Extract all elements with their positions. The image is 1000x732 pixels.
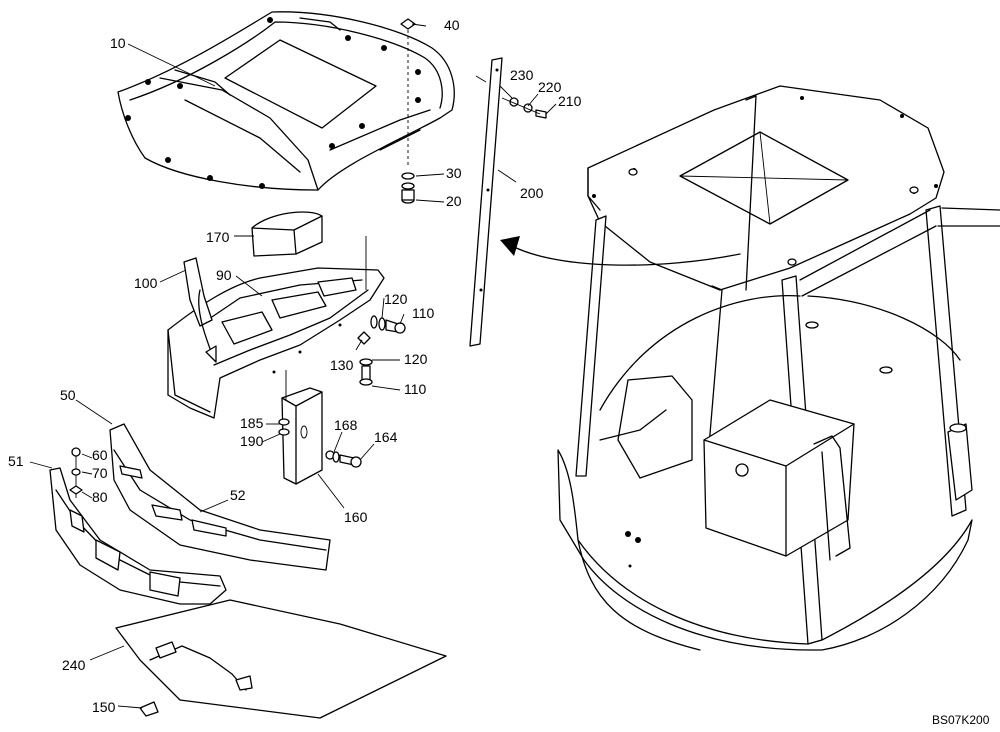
drawing-code: BS07K200 <box>932 713 990 727</box>
callout-80: 80 <box>92 489 108 505</box>
center-console <box>167 236 385 419</box>
callout-150: 150 <box>92 699 116 715</box>
callout-100: 100 <box>134 275 158 291</box>
callout-120-lower: 120 <box>404 351 428 367</box>
callout-40: 40 <box>444 17 460 33</box>
callout-110-lower: 110 <box>404 381 427 397</box>
callout-240: 240 <box>62 657 86 673</box>
callout-110-upper: 110 <box>412 305 435 321</box>
cover-piece <box>251 211 323 257</box>
roof-fastener-stack <box>400 18 416 204</box>
callout-220: 220 <box>538 79 562 95</box>
callout-190: 190 <box>240 433 264 449</box>
callout-60: 60 <box>92 447 108 463</box>
strip-fastener <box>501 97 547 119</box>
callout-168: 168 <box>334 417 358 433</box>
bracket-160 <box>278 370 323 485</box>
callout-130: 130 <box>330 357 354 373</box>
callout-20: 20 <box>446 193 462 209</box>
callout-10: 10 <box>110 35 126 51</box>
floor-mat <box>115 599 447 719</box>
callout-160: 160 <box>344 509 368 525</box>
cab-frame <box>557 85 1000 651</box>
callout-70: 70 <box>92 465 108 481</box>
callout-170: 170 <box>206 229 230 245</box>
clip-150 <box>139 701 159 717</box>
callout-50: 50 <box>60 387 76 403</box>
callout-185: 185 <box>240 415 264 431</box>
dash-lower-panel <box>49 467 227 605</box>
callout-52: 52 <box>230 487 246 503</box>
callout-200: 200 <box>520 185 544 201</box>
assembly-arrowhead <box>500 236 520 256</box>
roof-panel <box>117 11 455 191</box>
trim-100 <box>183 257 213 327</box>
dash-front-panel <box>109 423 331 571</box>
leader-lines <box>29 23 557 709</box>
callout-90: 90 <box>216 267 232 283</box>
assembly-arrow <box>511 245 741 266</box>
callout-30: 30 <box>446 165 462 181</box>
callout-230: 230 <box>510 67 534 83</box>
console-arrowhead <box>205 345 217 363</box>
dash-fasteners <box>69 447 83 498</box>
callout-210: 210 <box>558 93 582 109</box>
callout-labels: 10 40 230 220 210 30 20 200 170 100 90 1… <box>8 17 990 727</box>
bracket-bolt <box>325 450 362 468</box>
callout-51: 51 <box>8 453 24 469</box>
callout-120-upper: 120 <box>384 291 408 307</box>
callout-164: 164 <box>374 429 398 445</box>
side-strip <box>469 57 503 347</box>
console-bolts <box>357 315 406 386</box>
